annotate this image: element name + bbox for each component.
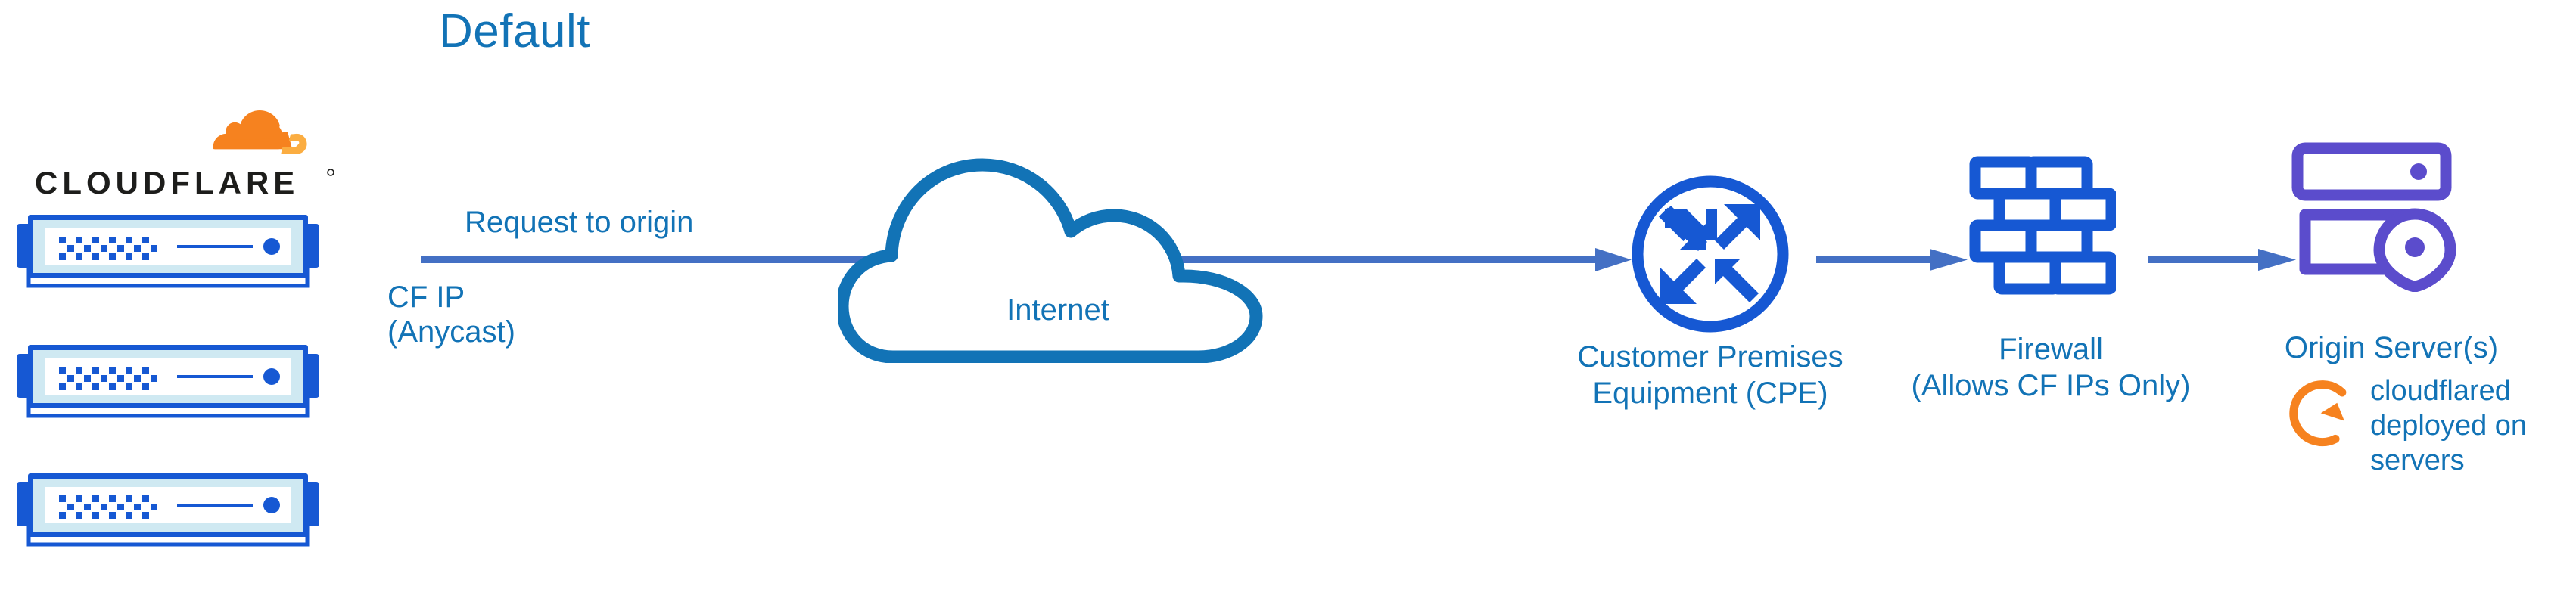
cloudflared-note: cloudflared deployed on servers [2287, 374, 2559, 517]
label-cpe-line2: Equipment (CPE) [1592, 377, 1828, 410]
brick-wall-icon [1965, 151, 2117, 302]
cloudflared-line1: cloudflared [2370, 375, 2511, 407]
label-cf-ip: CF IP (Anycast) [387, 280, 515, 349]
label-cpe: Customer Premises Equipment (CPE) [1506, 339, 1915, 411]
label-firewall-line2: (Allows CF IPs Only) [1911, 369, 2191, 402]
arrow-right-icon [2148, 247, 2296, 274]
cloudflared-text: cloudflared deployed on servers [2370, 374, 2559, 478]
server-rack-icon [17, 340, 319, 425]
cloudflare-wordmark: CLOUDFLARE [35, 165, 338, 201]
label-firewall-line1: Firewall [1999, 333, 2103, 366]
cloudflare-cloud-icon [173, 106, 316, 166]
label-firewall: Firewall (Allows CF IPs Only) [1892, 331, 2210, 404]
arrow-right-icon [1816, 247, 1968, 274]
label-cf-ip-line2: (Anycast) [387, 315, 515, 349]
label-internet: Internet [1006, 293, 1109, 327]
registered-trademark-icon [327, 169, 334, 176]
cloud-outline-icon [835, 113, 1277, 364]
cloudflared-line2: deployed on [2370, 410, 2528, 442]
router-four-arrows-icon [1627, 171, 1794, 337]
cloudflared-line3: servers [2370, 445, 2465, 476]
cloudflare-wordmark-text: CLOUDFLARE [35, 165, 299, 200]
server-rack-icon [17, 469, 319, 554]
label-request-to-origin: Request to origin [465, 206, 694, 239]
label-cf-ip-line1: CF IP [387, 281, 465, 314]
label-origin-server: Origin Server(s) [2284, 331, 2499, 364]
page-title: Default [439, 5, 590, 57]
cloudflare-logo: CLOUDFLARE [21, 106, 339, 212]
refresh-circular-arrow-icon [2287, 377, 2360, 449]
server-rack-icon [17, 210, 319, 295]
server-location-pin-icon [2291, 141, 2466, 293]
label-cpe-line1: Customer Premises [1577, 340, 1843, 374]
